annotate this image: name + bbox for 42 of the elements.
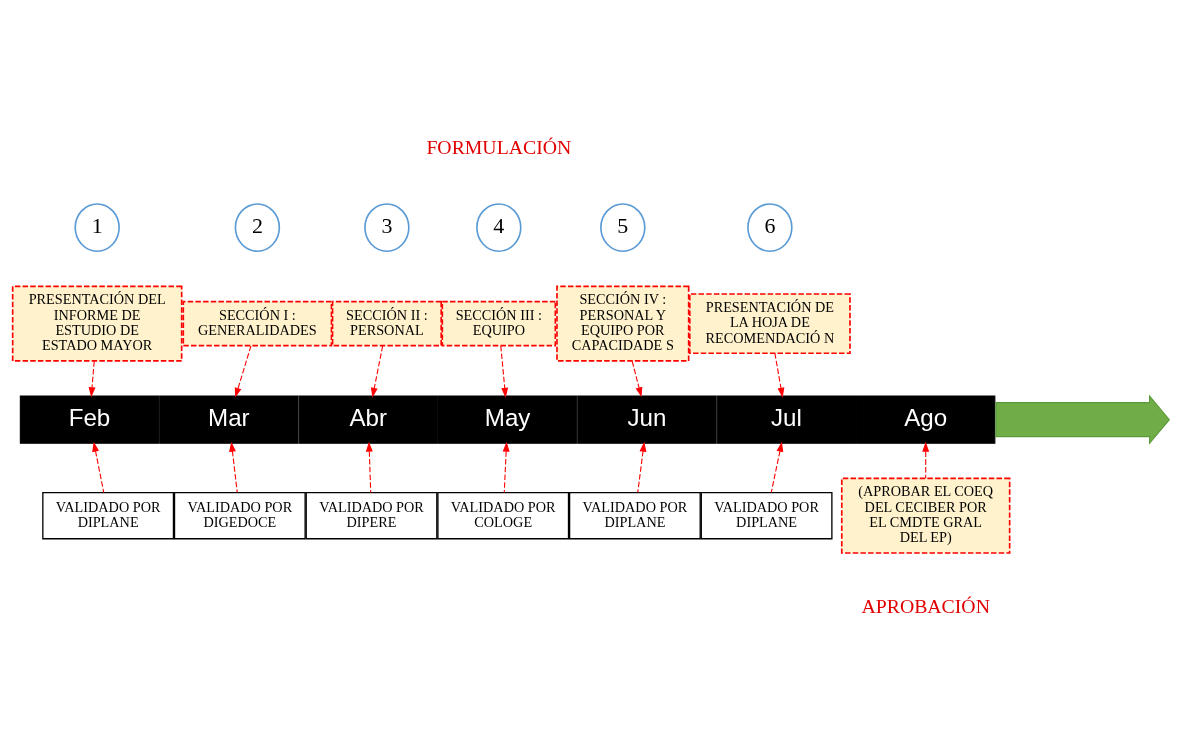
label: FORMULACIÓN xyxy=(426,135,572,158)
node-box: Jun xyxy=(577,395,717,444)
node-circle: 1 xyxy=(74,202,120,252)
node-box: SECCIÓN III : EQUIPO xyxy=(441,300,557,346)
node-box: VALIDADO POR DIPLANE xyxy=(42,491,175,539)
arrow xyxy=(502,441,510,493)
node-circle: 6 xyxy=(747,202,793,252)
node-box: Jul xyxy=(716,395,856,444)
node-box: Mar xyxy=(159,395,299,444)
arrow xyxy=(229,441,238,493)
arrow xyxy=(922,441,930,479)
node-box: May xyxy=(437,395,578,444)
node-box: SECCIÓN II : PERSONAL xyxy=(331,300,443,346)
label: APROBACIÓN xyxy=(861,594,990,617)
arrow xyxy=(500,344,509,398)
node-box: VALIDADO POR DIGEDOCE xyxy=(173,491,306,539)
arrow xyxy=(234,344,252,398)
arrow xyxy=(770,441,784,493)
node-circle: 3 xyxy=(364,202,410,252)
node-box: PRESENTACIÓN DEL INFORME DE ESTUDIO DE ESTADO MAYOR xyxy=(11,285,183,362)
node-box: VALIDADO POR COLOGE xyxy=(437,491,570,539)
node-box: Ago xyxy=(856,395,996,444)
node-arrow xyxy=(995,394,1171,445)
arrow xyxy=(88,360,96,397)
arrow xyxy=(365,441,373,493)
node-box: PRESENTACIÓN DE LA HOJA DE RECOMENDACIÓ N xyxy=(688,292,851,354)
arrow xyxy=(774,352,785,398)
arrow xyxy=(92,441,105,493)
arrow xyxy=(637,441,647,493)
node-box: Abr xyxy=(298,395,438,444)
node-box: SECCIÓN IV : PERSONAL Y EQUIPO POR CAPACIDADE S xyxy=(556,285,690,362)
node-box: Feb xyxy=(19,395,160,444)
node-circle: 4 xyxy=(476,202,522,252)
node-box: (APROBAR EL COEQ DEL CECIBER POR EL CMDTE GRAL DEL EP) xyxy=(840,477,1011,554)
arrow xyxy=(370,344,384,398)
node-box: VALIDADO POR DIPLANE xyxy=(568,491,701,539)
node-circle: 5 xyxy=(600,202,646,252)
node-circle: 2 xyxy=(234,202,281,252)
arrow xyxy=(631,360,643,397)
node-box: SECCIÓN I : GENERALIDADES xyxy=(182,300,333,346)
node-box: VALIDADO POR DIPLANE xyxy=(700,491,833,539)
node-box: VALIDADO POR DIPERE xyxy=(305,491,438,539)
